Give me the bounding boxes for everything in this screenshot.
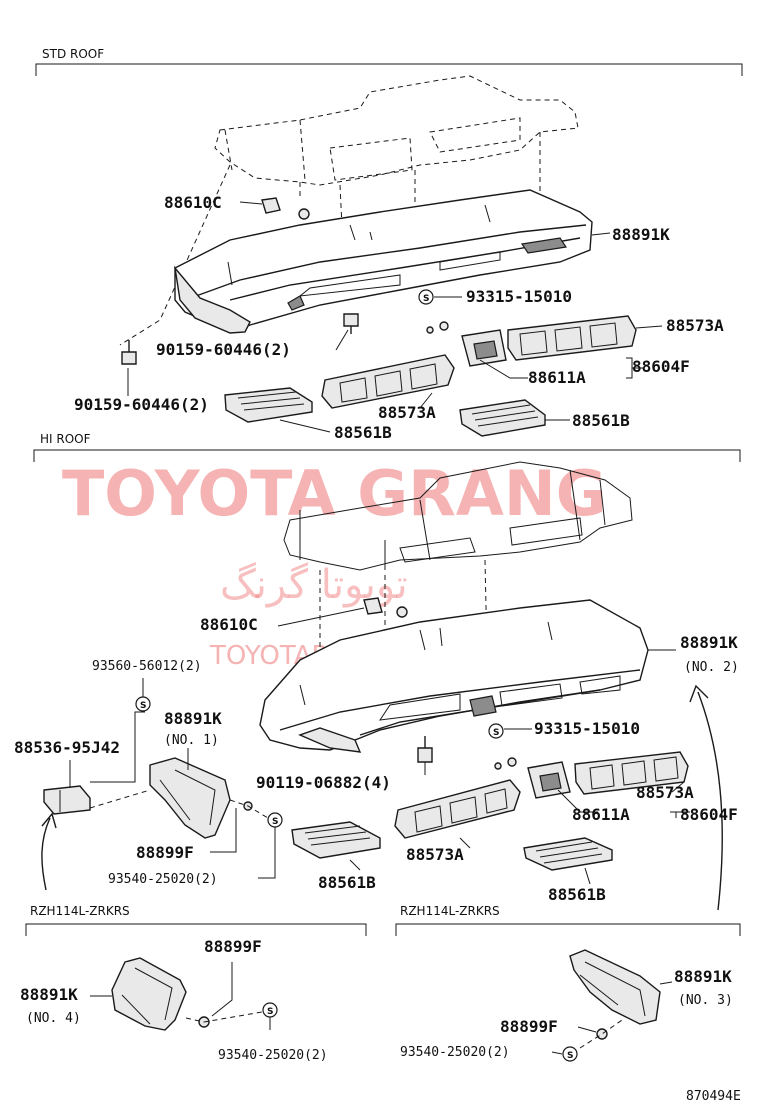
bl-screw-93540: S (262, 1002, 278, 1018)
label-93315-std: 93315-15010 (466, 287, 572, 306)
label-90159-a: 90159-60446(2) (156, 340, 291, 359)
label-88573a-hi-right: 88573A (636, 783, 694, 802)
label-88573a-hi-left: 88573A (406, 845, 464, 864)
watermark-brand: TOYOTA GRANG (62, 457, 607, 530)
svg-text:S: S (267, 1007, 273, 1017)
std-grille-88561b-right (459, 399, 546, 437)
label-88891k-no2: 88891K (680, 633, 738, 652)
label-88561b-hi-left: 88561B (318, 873, 376, 892)
std-console-88891k (174, 189, 593, 333)
hi-leaders (41, 607, 723, 911)
std-clip-88610c (261, 197, 281, 214)
hi-screw-90119 (417, 736, 433, 763)
hi-grille-88561b-left (291, 821, 381, 859)
svg-text:S: S (493, 728, 499, 738)
label-88899f-br: 88899F (500, 1017, 558, 1036)
hi-washer-93315: S (488, 723, 504, 739)
label-93540-bl: 93540-25020(2) (218, 1048, 328, 1063)
label-88611a-std: 88611A (528, 368, 586, 387)
bl-side-panel-88891k-no4 (111, 957, 187, 1031)
std-screw-90159-a (343, 313, 359, 334)
std-leaders (127, 201, 663, 433)
label-88891k-no1: 88891K (164, 709, 222, 728)
label-88573a-std-left: 88573A (378, 403, 436, 422)
rzh-left-title: RZH114L-ZRKRS (30, 904, 130, 918)
label-93560: 93560-56012(2) (92, 659, 202, 674)
rzh-right-drawing: S (551, 949, 673, 1062)
figure-number: 870494E (686, 1089, 741, 1104)
rzh-left-section: RZH114L-ZRKRS (25, 904, 367, 936)
label-88604f-hi: 88604F (680, 805, 738, 824)
rzh-right-section: RZH114L-ZRKRS (395, 904, 741, 936)
svg-text:S: S (423, 294, 429, 304)
label-88899f-hi: 88899F (136, 843, 194, 862)
label-93540-hi: 93540-25020(2) (108, 872, 218, 887)
label-88891k-std: 88891K (612, 225, 670, 244)
hi-switch-88611a (494, 757, 571, 799)
label-88891k-no3: 88891K (674, 967, 732, 986)
hi-roof-section: HI ROOF (33, 432, 741, 462)
label-no4: (NO. 4) (26, 1011, 81, 1026)
hi-roof-title: HI ROOF (40, 432, 91, 446)
label-93540-br: 93540-25020(2) (400, 1045, 510, 1060)
label-88573a-std-right: 88573A (666, 316, 724, 335)
hi-louvre-88573a-left (394, 779, 521, 839)
label-no3: (NO. 3) (678, 993, 733, 1008)
rzh-left-drawing: S (90, 957, 278, 1031)
std-roof-section: STD ROOF (35, 47, 743, 76)
label-90119: 90119-06882(4) (256, 773, 391, 792)
std-roof-drawing: S (119, 75, 637, 437)
label-88611a-hi: 88611A (572, 805, 630, 824)
std-louvre-88573a-right (507, 315, 637, 361)
hi-bracket-88536 (43, 785, 91, 815)
hi-screw-93540: S (267, 812, 283, 828)
label-88604f-std: 88604F (632, 357, 690, 376)
svg-text:S: S (567, 1051, 573, 1061)
hi-clip-88610c (363, 597, 383, 615)
label-93315-hi: 93315-15010 (534, 719, 640, 738)
label-88561b-std-right: 88561B (572, 411, 630, 430)
label-88891k-no4: 88891K (20, 985, 78, 1004)
label-88899f-bl: 88899F (204, 937, 262, 956)
hi-roof-frame (283, 461, 633, 571)
label-88561b-std-left: 88561B (334, 423, 392, 442)
std-louvre-88573a-left (321, 354, 455, 409)
label-no1: (NO. 1) (164, 733, 219, 748)
hi-roof-drawing: S (43, 461, 689, 871)
part-labels: 88610C 88891K 93315-15010 88573A 88604F … (14, 193, 741, 1104)
watermark: TOYOTA GRANG تويوتا گرنگ TOYOTAPART.IR (62, 457, 607, 671)
hi-grille-88561b-right (523, 837, 613, 871)
label-88561b-hi-right: 88561B (548, 885, 606, 904)
std-grille-88561b-left (224, 387, 313, 423)
br-screw-93540: S (562, 1046, 578, 1062)
std-switch-88611a (426, 321, 507, 367)
br-clip-88899f (596, 1028, 608, 1040)
std-washer-93315: S (418, 289, 434, 305)
label-88536: 88536-95J42 (14, 738, 120, 757)
hi-screw-93560: S (135, 696, 151, 712)
std-roof-title: STD ROOF (42, 47, 104, 61)
label-88610c-hi: 88610C (200, 615, 258, 634)
svg-text:S: S (272, 817, 278, 827)
std-screw-90159-b (121, 340, 137, 365)
label-88610c-std: 88610C (164, 193, 222, 212)
rzh-right-title: RZH114L-ZRKRS (400, 904, 500, 918)
label-no2: (NO. 2) (684, 660, 739, 675)
svg-text:S: S (140, 701, 146, 711)
label-90159-b: 90159-60446(2) (74, 395, 209, 414)
br-side-panel-88891k-no3 (569, 949, 661, 1025)
std-roof-frame (214, 75, 579, 186)
hi-side-panel-88891k-no1 (149, 757, 231, 839)
